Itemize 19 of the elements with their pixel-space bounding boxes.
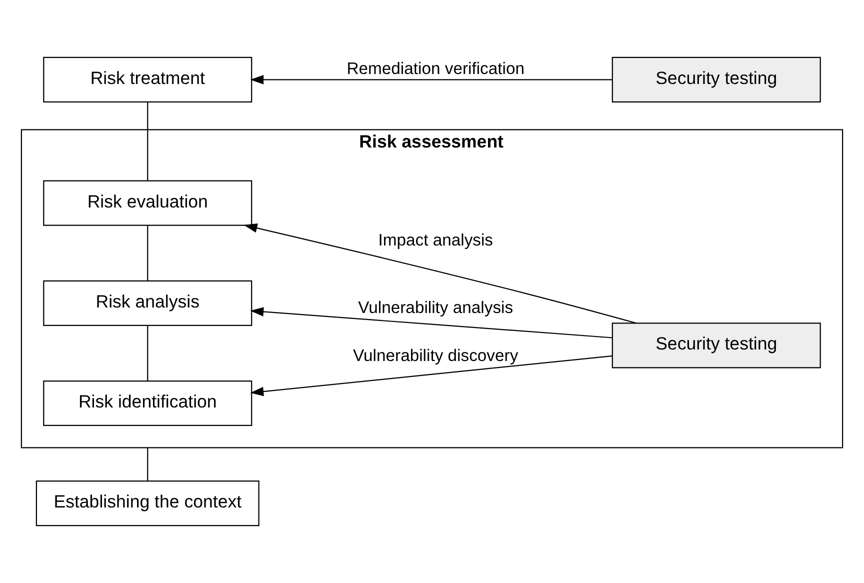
arrow <box>250 355 612 396</box>
node-box: Security testing <box>612 56 821 102</box>
edge-label: Vulnerability discovery <box>353 346 518 365</box>
node-box: Establishing the context <box>36 480 260 526</box>
edge-label: Vulnerability analysis <box>358 298 514 318</box>
edge-label: Remediation verification <box>346 59 524 78</box>
connector <box>147 226 148 281</box>
node-box: Security testing <box>612 322 821 368</box>
connector <box>147 448 148 482</box>
connector <box>147 102 148 180</box>
arrow <box>250 75 612 84</box>
arrow <box>250 307 612 338</box>
edge-label: Impact analysis <box>378 230 494 250</box>
arrow <box>244 224 636 324</box>
node-box: Risk treatment <box>43 56 252 102</box>
node-box: Risk analysis <box>43 280 252 326</box>
connector <box>147 326 148 381</box>
node-box: Risk identification <box>43 380 252 426</box>
node-box: Risk evaluation <box>43 180 252 226</box>
